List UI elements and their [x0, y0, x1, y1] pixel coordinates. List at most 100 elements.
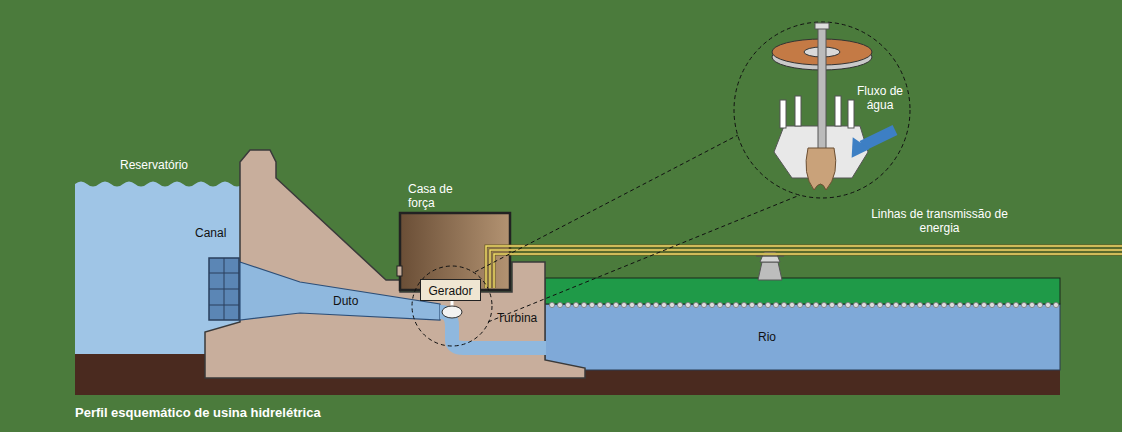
pebble-row	[597, 302, 602, 307]
pebble-row	[549, 302, 1058, 307]
pebble-row	[965, 302, 970, 307]
pebble-row	[733, 302, 738, 307]
transmission-tower	[756, 252, 784, 280]
pebble-row	[645, 302, 650, 307]
pebble-row	[725, 302, 730, 307]
turbine-detail	[818, 28, 826, 150]
pebble-row	[581, 302, 586, 307]
turbine-detail	[862, 130, 895, 146]
figure-caption: Perfil esquemático de usina hidrelétrica	[75, 405, 321, 421]
transmission-lines	[494, 254, 1122, 288]
part-label: Fluxo de água	[850, 84, 910, 113]
intake-grate	[209, 258, 239, 320]
pebble-row	[661, 302, 666, 307]
intake-grate	[209, 305, 239, 306]
pebble-row	[613, 302, 618, 307]
pebble-row	[1037, 302, 1042, 307]
pebble-row	[1045, 302, 1050, 307]
generator-box: Gerador	[420, 279, 481, 301]
pebble-row	[901, 302, 906, 307]
turbine-detail	[795, 96, 801, 126]
pebble-row	[1021, 302, 1026, 307]
pebble-row	[765, 302, 770, 307]
pebble-row	[565, 302, 570, 307]
turbine-detail	[835, 96, 841, 126]
pebble-row	[973, 302, 978, 307]
pebble-row	[1005, 302, 1010, 307]
pebble-row	[709, 302, 714, 307]
zoom-callout	[412, 266, 492, 346]
pebble-row	[573, 302, 578, 307]
river	[545, 278, 1060, 304]
pebble-row	[853, 302, 858, 307]
pebble-row	[549, 302, 554, 307]
pebble-row	[797, 302, 802, 307]
zoom-callout	[475, 135, 738, 272]
pebble-row	[989, 302, 994, 307]
pebble-row	[749, 302, 754, 307]
pebble-row	[677, 302, 682, 307]
transmission-lines	[490, 250, 1122, 288]
turbine-detail	[844, 133, 870, 158]
turbine-detail	[780, 100, 786, 128]
transmission-lines	[486, 246, 1122, 288]
pebble-row	[949, 302, 954, 307]
dam-body	[205, 150, 585, 378]
turbine-detail	[848, 100, 854, 128]
part-label: Canal	[195, 226, 226, 240]
part-label: Linhas de transmissão de energia	[862, 207, 1017, 236]
pebble-row	[917, 302, 922, 307]
river	[545, 278, 1060, 370]
pebble-row	[845, 302, 850, 307]
river	[545, 304, 1060, 370]
pebble-row	[877, 302, 882, 307]
pebble-row	[669, 302, 674, 307]
pebble-row	[589, 302, 594, 307]
part-label: Rio	[758, 330, 776, 344]
part-label: Turbina	[497, 311, 537, 325]
pebble-row	[693, 302, 698, 307]
pebble-row	[821, 302, 826, 307]
pebble-row	[789, 302, 794, 307]
part-label: Duto	[333, 294, 358, 308]
pebble-row	[805, 302, 810, 307]
pebble-row	[941, 302, 946, 307]
pebble-row	[981, 302, 986, 307]
pebble-row	[997, 302, 1002, 307]
pebble-row	[757, 302, 762, 307]
intake-grate	[209, 273, 239, 274]
pebble-row	[629, 302, 634, 307]
powerhouse	[397, 266, 402, 276]
pebble-row	[685, 302, 690, 307]
pebble-row	[885, 302, 890, 307]
turbine-detail	[815, 23, 829, 29]
pebble-row	[837, 302, 842, 307]
pebble-row	[1053, 302, 1058, 307]
pebble-row	[741, 302, 746, 307]
pebble-row	[957, 302, 962, 307]
transmission-lines	[486, 246, 1122, 288]
pebble-row	[1029, 302, 1034, 307]
powerhouse-box: Casa de forçaGerador	[400, 180, 512, 292]
zoom-callout	[488, 195, 800, 322]
pebble-row	[717, 302, 722, 307]
pebble-row	[813, 302, 818, 307]
pebble-row	[829, 302, 834, 307]
pebble-row	[701, 302, 706, 307]
intake-grate	[209, 258, 239, 320]
dam-body	[205, 150, 585, 378]
pebble-row	[893, 302, 898, 307]
pebble-row	[557, 302, 562, 307]
zoom-callout	[734, 22, 910, 198]
pebble-row	[1013, 302, 1018, 307]
transmission-tower	[758, 262, 782, 280]
pebble-row	[621, 302, 626, 307]
component-label: Gerador	[428, 284, 472, 298]
pebble-row	[933, 302, 938, 307]
pebble-row	[653, 302, 658, 307]
intake-grate	[209, 289, 239, 290]
pebble-row	[605, 302, 610, 307]
pebble-row	[861, 302, 866, 307]
turbine-symbol	[442, 306, 462, 318]
pebble-row	[773, 302, 778, 307]
